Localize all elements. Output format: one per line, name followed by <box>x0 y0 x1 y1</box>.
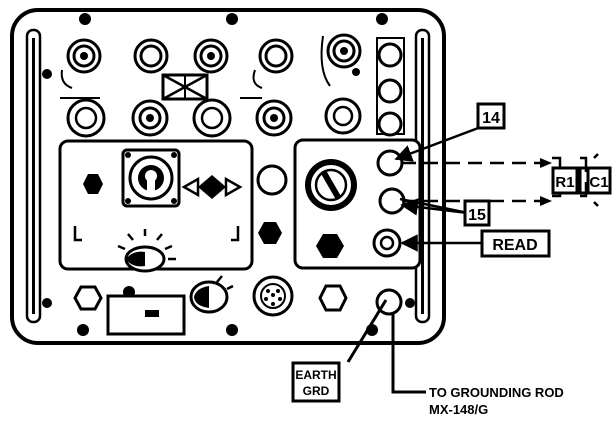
earth-grd-box <box>291 361 341 403</box>
r1-label: R1 <box>555 174 574 191</box>
bnc-connector-4 <box>258 38 294 74</box>
jack-row2-4 <box>255 99 293 137</box>
left-rail <box>25 28 42 324</box>
right-subpanel <box>293 138 422 270</box>
bottom-nut-left <box>73 285 103 311</box>
callout-read-label: READ <box>492 237 537 254</box>
bnc-connector-1 <box>66 38 102 74</box>
selector-knob <box>198 175 226 199</box>
bnc-connector-5 <box>326 33 362 69</box>
second-connector-row <box>60 97 362 138</box>
multipin-connector <box>252 275 294 317</box>
jack-row2-3 <box>192 98 232 138</box>
callout-15-label: 15 <box>468 207 486 224</box>
bnc-connector-3 <box>193 38 229 74</box>
callout-15-box <box>463 199 491 227</box>
dimmer-knob <box>117 229 176 273</box>
callout-14-label: 14 <box>482 110 500 127</box>
top-connector-row <box>60 33 362 89</box>
c1-label: C1 <box>589 174 608 191</box>
pilot-lamp <box>256 164 288 196</box>
jack-row2-1 <box>66 98 106 138</box>
jack-15 <box>378 187 406 215</box>
earth-label-line1: EARTH <box>295 368 336 382</box>
bottom-nut-right <box>318 284 348 312</box>
bottom-row <box>73 275 403 336</box>
jack-row2-5 <box>324 97 362 135</box>
grounding-rod-label-line2: MX-148/G <box>429 402 488 417</box>
hex-nut-left <box>83 174 103 194</box>
ground-post <box>375 288 403 316</box>
callout-14-box <box>476 102 506 130</box>
r1-c1-block: R1 C1 <box>551 153 612 207</box>
read-jack <box>372 228 402 258</box>
hex-nut-mid <box>258 222 282 244</box>
fuse-holder <box>106 294 186 336</box>
jumper-block <box>161 73 209 101</box>
knurled-knob <box>305 159 357 211</box>
jack-row2-2 <box>131 99 169 137</box>
right-jack-column <box>376 37 405 137</box>
earth-label-line2: GRD <box>303 384 330 398</box>
bnc-connector-2 <box>133 38 169 74</box>
grounding-rod-label-line1: TO GROUNDING ROD <box>429 385 564 400</box>
callout-read-box <box>480 229 551 258</box>
panel-screws <box>42 13 415 336</box>
jack-14 <box>376 149 404 177</box>
indicator-lamp <box>189 275 234 314</box>
hex-nut-right <box>316 234 344 258</box>
left-subpanel <box>58 139 254 273</box>
